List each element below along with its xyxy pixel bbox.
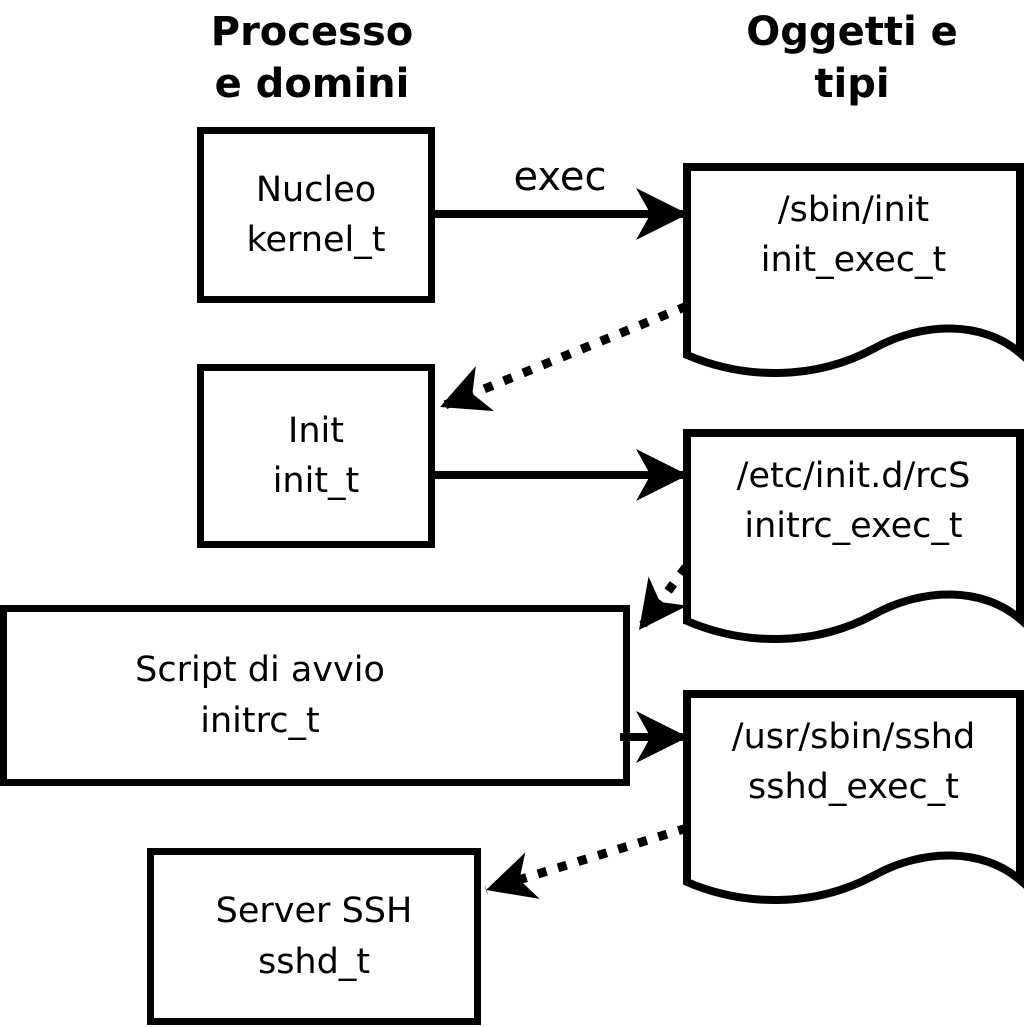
arrow-transition-to-init-domain [438, 301, 689, 412]
document-outline [683, 163, 1024, 378]
process-label: Script di avvio [135, 650, 385, 691]
object-type: initrc_exec_t [744, 506, 963, 547]
document-outline [683, 690, 1024, 905]
object-path: /usr/sbin/sshd [731, 717, 976, 757]
process-domain-type: sshd_t [257, 941, 371, 982]
document-shape-icon [683, 429, 1024, 644]
document-outline [683, 429, 1024, 644]
process-domain-type: init_t [272, 461, 360, 501]
document-shape-icon [683, 163, 1024, 378]
document-usr-sbin-sshd: /usr/sbin/sshd sshd_exec_t [683, 690, 1024, 920]
object-type: init_exec_t [760, 240, 947, 281]
arrow-transition-to-initrc-domain [635, 564, 690, 633]
object-path: /sbin/init [777, 190, 930, 230]
object-type: sshd_exec_t [748, 767, 959, 808]
process-box-kernel: Nucleo kernel_t [197, 127, 435, 303]
document-text: /sbin/init init_exec_t [683, 185, 1024, 285]
process-label: Server SSH [215, 891, 413, 932]
process-box-init: Init init_t [197, 364, 435, 548]
arrow-transition-to-sshd-domain [484, 823, 689, 899]
object-path: /etc/init.d/rcS [736, 456, 971, 496]
process-domain-type: initrc_t [200, 700, 320, 741]
column-header-processes: Processo e domini [210, 9, 414, 107]
exec-arrow-label: exec [513, 154, 607, 200]
process-box-init-scripts: Script di avvio initrc_t [0, 605, 630, 786]
document-etc-initd-rcs: /etc/init.d/rcS initrc_exec_t [683, 429, 1024, 659]
process-box-ssh-server: Server SSH sshd_t [147, 848, 481, 1025]
document-shape-icon [683, 690, 1024, 905]
process-label: Init [288, 410, 344, 451]
process-domain-type: kernel_t [246, 220, 386, 260]
process-label: Nucleo [255, 169, 377, 210]
column-header-objects: Oggetti e tipi [746, 9, 958, 107]
document-text: /etc/init.d/rcS initrc_exec_t [683, 451, 1024, 551]
document-text: /usr/sbin/sshd sshd_exec_t [683, 712, 1024, 812]
document-sbin-init: /sbin/init init_exec_t [683, 163, 1024, 393]
